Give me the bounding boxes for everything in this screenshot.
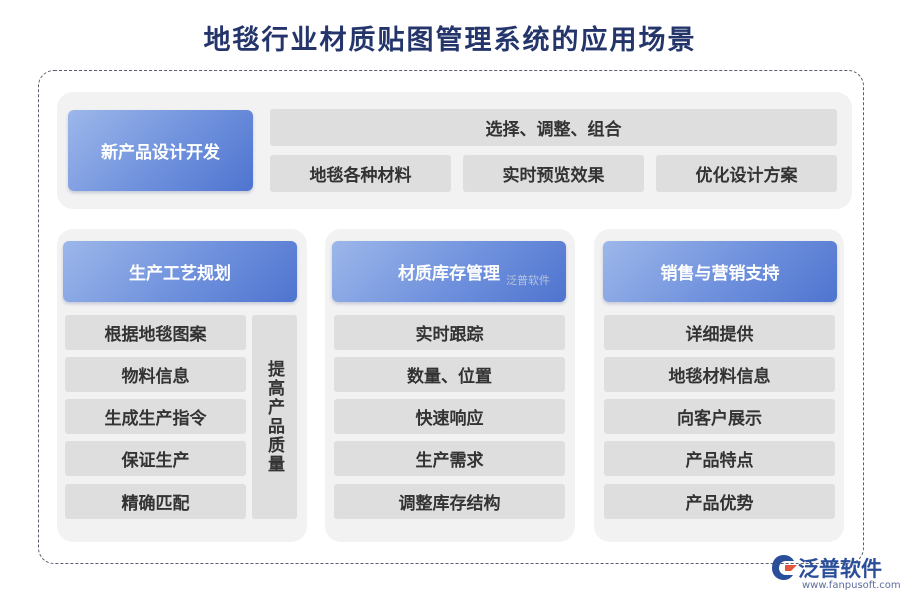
- sales-item: 产品特点: [604, 441, 835, 476]
- brand-mark-icon: [772, 555, 797, 580]
- dashed-frame: [38, 70, 864, 564]
- production-item: 精确匹配: [65, 484, 246, 519]
- watermark: 泛普软件: [506, 274, 550, 287]
- sales-item: 地毯材料信息: [604, 357, 835, 392]
- quality-side-label: 提高产品质量: [252, 315, 297, 519]
- top-item: 地毯各种材料: [270, 155, 451, 192]
- production-item: 物料信息: [65, 357, 246, 392]
- sales-header: 销售与营销支持: [603, 241, 837, 302]
- inventory-item: 快速响应: [334, 399, 565, 434]
- sales-item: 详细提供: [604, 315, 835, 350]
- inventory-header: 材质库存管理: [332, 241, 566, 302]
- new-product-header: 新产品设计开发: [68, 110, 253, 191]
- brand-logo: 泛普软件 www.fanpusoft.com: [770, 553, 900, 595]
- brand-name: 泛普软件: [798, 557, 882, 581]
- production-item: 生成生产指令: [65, 399, 246, 434]
- top-item: 实时预览效果: [463, 155, 644, 192]
- inventory-item: 生产需求: [334, 441, 565, 476]
- page-title: 地毯行业材质贴图管理系统的应用场景: [203, 25, 697, 56]
- brand-url: www.fanpusoft.com: [802, 580, 900, 591]
- production-item: 保证生产: [65, 441, 246, 476]
- top-item: 优化设计方案: [656, 155, 837, 192]
- production-header: 生产工艺规划: [63, 241, 297, 302]
- sales-item: 产品优势: [604, 484, 835, 519]
- inventory-item: 调整库存结构: [334, 484, 565, 519]
- top-wide-item: 选择、调整、组合: [270, 109, 837, 146]
- production-item: 根据地毯图案: [65, 315, 246, 350]
- inventory-item: 实时跟踪: [334, 315, 565, 350]
- sales-item: 向客户展示: [604, 399, 835, 434]
- inventory-item: 数量、位置: [334, 357, 565, 392]
